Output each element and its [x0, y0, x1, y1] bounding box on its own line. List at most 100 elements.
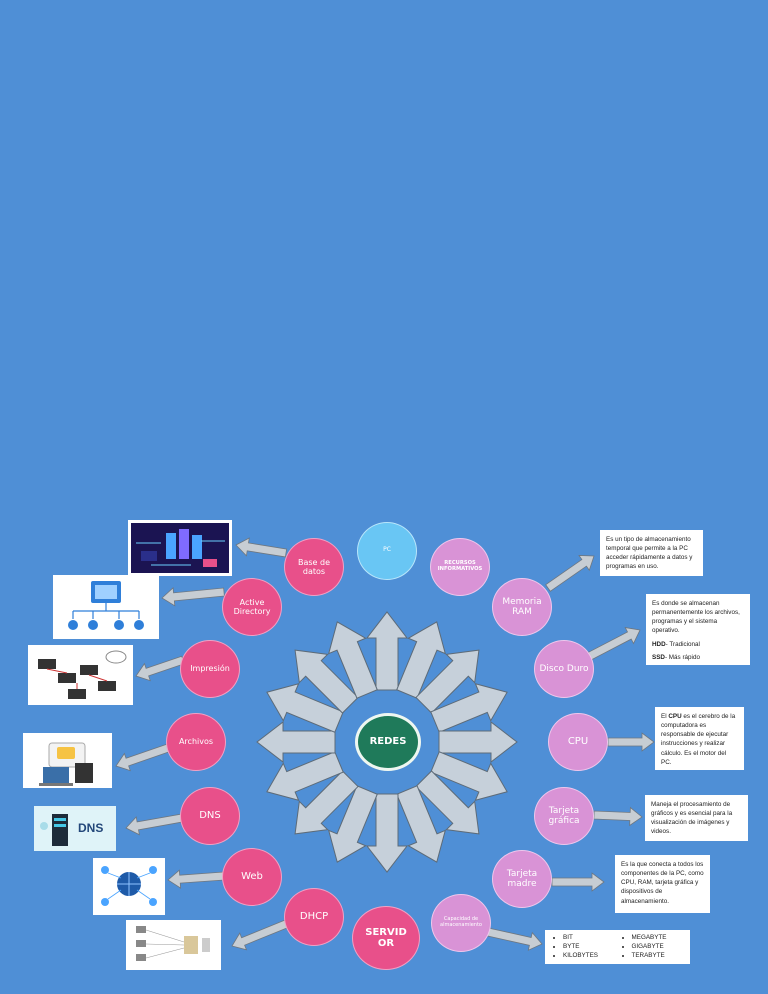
web-globe-illustration [101, 866, 157, 906]
conn-base-datos [235, 537, 288, 558]
radial-arrow-15 [327, 621, 378, 699]
card-disco-duro: Es donde se almacenan permanentemente lo… [646, 594, 750, 665]
radial-arrow-3 [430, 682, 508, 733]
center-label: REDES [369, 736, 407, 748]
node-disco-label: Disco Duro [539, 663, 589, 674]
conn-capacidad [486, 927, 543, 951]
file-server-illustration [39, 742, 93, 786]
card-cpu-post: es el cerebro de la computadora es respo… [661, 713, 736, 766]
image-database-servers [128, 520, 232, 576]
radial-arrow-2 [415, 649, 480, 714]
node-tarjeta-madre: Tarjeta madre [492, 850, 552, 908]
conn-archivos [115, 743, 170, 772]
node-active-directory: Active Directory [222, 578, 282, 636]
conn-memoria [545, 555, 595, 592]
database-illustration [131, 523, 229, 573]
image-printers-network [28, 645, 133, 705]
node-recursos: RECURSOS INFORMATIVOS [430, 538, 490, 596]
conn-madre [551, 872, 605, 892]
node-capacidad-label: Capacidad de almacenamiento [440, 916, 482, 928]
dhcp-illustration [136, 926, 210, 961]
radial-arrow-8 [365, 793, 409, 873]
node-servidor-label: SERVIDOR [365, 926, 407, 950]
image-active-directory [53, 575, 159, 639]
node-pc-label: PC [383, 546, 391, 553]
conn-impresion [135, 655, 185, 682]
unit-item-left-1: BYTE [563, 942, 618, 951]
node-active-directory-label: Active Directory [233, 597, 271, 616]
units-list-left: BITBYTEKILOBYTES [549, 933, 618, 961]
printers-illustration [38, 650, 127, 699]
radial-arrow-4 [438, 720, 518, 764]
node-madre-label: Tarjeta madre [506, 868, 538, 889]
radial-arrow-14 [294, 649, 359, 714]
node-tarjeta-grafica: Tarjeta gráfica [534, 787, 594, 845]
image-dhcp-network [126, 920, 221, 970]
radial-arrow-7 [396, 785, 447, 863]
image-dns: DNS [34, 806, 116, 851]
unit-item-left-2: KILOBYTES [563, 951, 618, 960]
radial-arrow-11 [266, 751, 344, 802]
card-storage-units: BITBYTEKILOBYTES MEGABYTEGIGABYTETERABYT… [545, 930, 690, 964]
node-web: Web [222, 848, 282, 906]
active-directory-illustration [68, 581, 144, 630]
center-node-redes: REDES [355, 713, 421, 771]
unit-item-right-0: MEGABYTE [632, 933, 687, 942]
dns-image-label: DNS [78, 821, 104, 835]
node-servidor: SERVIDOR [352, 906, 420, 970]
card-grafica-text: Maneja el procesamiento de gráficos y es… [651, 801, 733, 836]
node-archivos-label: Archivos [178, 737, 214, 747]
node-archivos: Archivos [166, 713, 226, 771]
node-dhcp-label: DHCP [299, 911, 329, 923]
node-dns: DNS [180, 787, 240, 845]
radial-arrow-10 [294, 770, 359, 835]
node-cpu: CPU [548, 713, 608, 771]
node-impresion-label: Impresión [190, 664, 230, 674]
card-cpu-pre: El [661, 713, 669, 720]
card-cpu: El CPU es el cerebro de la computadora e… [655, 707, 744, 770]
conn-grafica [593, 806, 643, 827]
dns-illustration [40, 814, 68, 846]
card-disco-hdd-term: HDD [652, 640, 666, 648]
node-pc: PC [357, 522, 417, 580]
card-tarjeta-grafica: Maneja el procesamiento de gráficos y es… [645, 795, 748, 841]
node-base-datos-label: Base de datos [297, 557, 331, 576]
unit-item-right-2: TERABYTE [632, 951, 687, 960]
radial-arrow-12 [256, 720, 336, 764]
radial-arrow-9 [327, 785, 378, 863]
radial-arrow-0 [365, 611, 409, 691]
node-grafica-label: Tarjeta gráfica [548, 805, 580, 826]
radial-arrow-6 [415, 770, 480, 835]
card-tarjeta-madre: Es la que conecta a todos los componente… [615, 855, 710, 913]
unit-item-left-0: BIT [563, 933, 618, 942]
node-web-label: Web [241, 871, 263, 883]
image-file-server [23, 733, 112, 788]
card-disco-ssd-text: - Más rápido [664, 653, 700, 661]
conn-cpu [607, 732, 655, 752]
units-list-right: MEGABYTEGIGABYTETERABYTE [618, 933, 687, 961]
node-base-datos: Base de datos [284, 538, 344, 596]
conn-disco [587, 627, 641, 661]
card-ram-text: Es un tipo de almacenamiento temporal qu… [606, 536, 693, 571]
node-disco-duro: Disco Duro [534, 640, 594, 698]
card-cpu-term: CPU [668, 713, 682, 720]
conn-dns [125, 813, 184, 836]
card-disco-ssd-term: SSD [652, 653, 665, 661]
radial-arrow-1 [396, 621, 447, 699]
image-web-globe [93, 858, 165, 915]
radial-arrow-5 [430, 751, 508, 802]
node-impresion: Impresión [180, 640, 240, 698]
conn-active-directory [161, 587, 225, 607]
node-recursos-label: RECURSOS INFORMATIVOS [437, 560, 483, 572]
radial-arrow-13 [266, 682, 344, 733]
node-capacidad: Capacidad de almacenamiento [431, 894, 491, 952]
unit-item-right-1: GIGABYTE [632, 942, 687, 951]
node-dhcp: DHCP [284, 888, 344, 946]
card-memoria-ram: Es un tipo de almacenamiento temporal qu… [600, 530, 703, 576]
node-memoria-ram: Memoria RAM [492, 578, 552, 636]
card-disco-intro: Es donde se almacenan permanentemente lo… [652, 600, 740, 635]
conn-dhcp [231, 919, 289, 951]
node-cpu-label: CPU [567, 736, 589, 748]
